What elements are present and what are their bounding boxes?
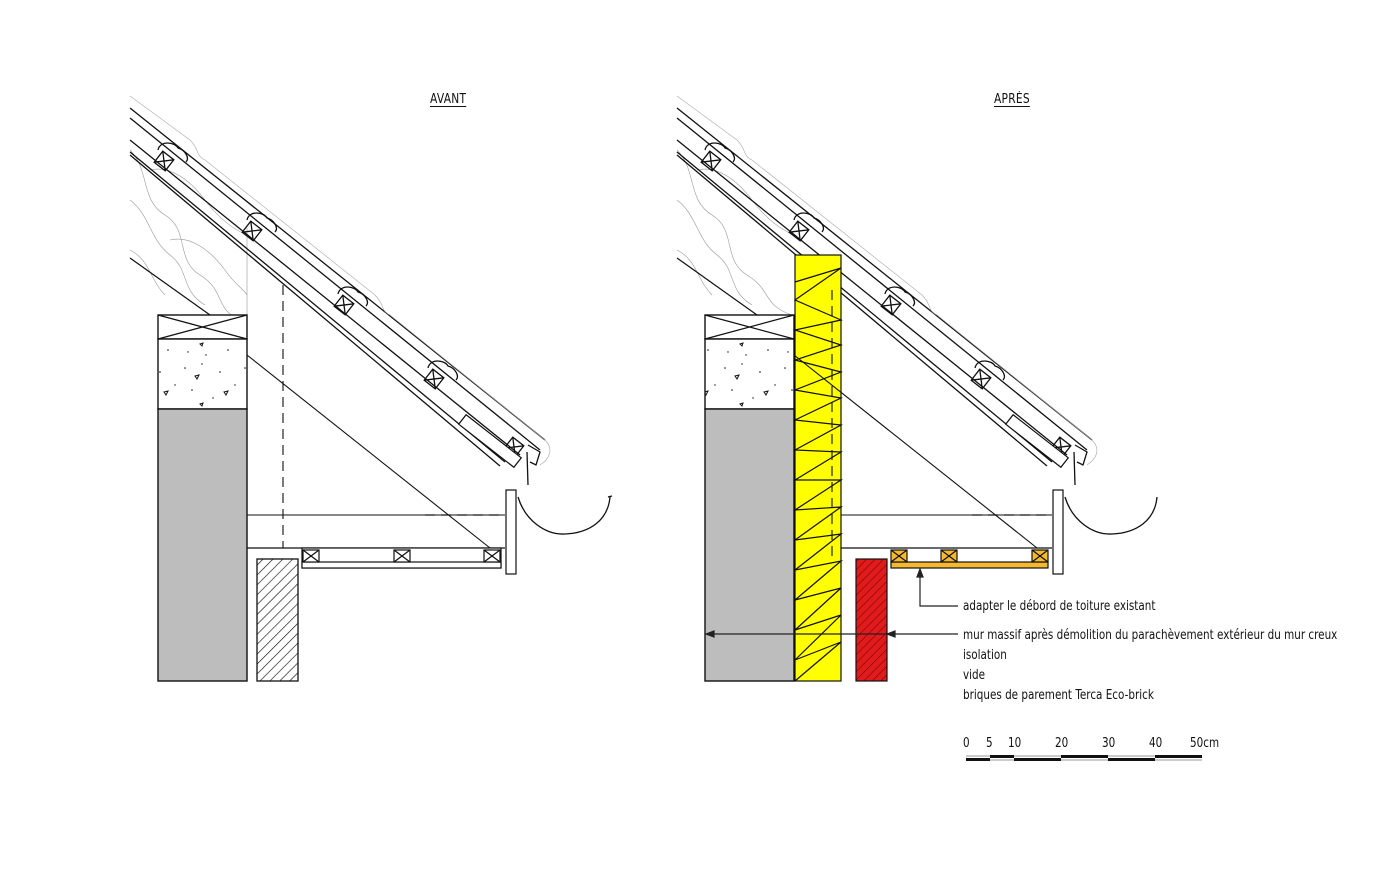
fascia-board-after <box>1052 489 1064 575</box>
annotation-cavity: vide <box>963 668 986 683</box>
roof-tiles-after <box>676 107 1093 467</box>
annotation-insulation: isolation <box>963 648 1007 663</box>
avant-title: AVANT <box>430 92 467 107</box>
solid-wall <box>704 408 795 682</box>
scale-tick-10: 10 <box>1008 736 1022 751</box>
scale-tick-0: 0 <box>963 736 970 751</box>
apres-section <box>676 95 1202 761</box>
fascia-board <box>505 489 517 575</box>
tile-battens-after <box>700 142 1088 486</box>
apres-title: APRÈS <box>994 92 1030 107</box>
gutter-after <box>1064 496 1158 535</box>
leader-lines <box>704 567 958 638</box>
concrete-ring-beam <box>157 338 248 410</box>
tile-battens <box>153 142 541 486</box>
gutter <box>517 496 611 535</box>
avant-section <box>129 95 613 682</box>
roof-tiles <box>129 107 546 467</box>
annotation-overhang: adapter le débord de toiture existant <box>963 599 1156 614</box>
scale-tick-40: 40 <box>1149 736 1163 751</box>
scale-tick-20: 20 <box>1055 736 1069 751</box>
concrete-ring-beam-after <box>704 338 795 410</box>
annotation-solid-wall: mur massif après démolition du parachève… <box>963 628 1338 643</box>
facing-brick-old <box>256 558 299 682</box>
scale-tick-30: 30 <box>1102 736 1116 751</box>
scale-tick-50: 50cm <box>1190 736 1220 751</box>
insulation-layer <box>794 254 842 682</box>
annotation-facing-brick: briques de parement Terca Eco-brick <box>963 688 1154 703</box>
masonry-wall <box>157 408 248 682</box>
adapted-soffit <box>890 549 1049 569</box>
insulation-zigzag <box>792 267 844 682</box>
scale-bar <box>966 755 1202 761</box>
eco-brick-facing <box>855 558 888 682</box>
scale-tick-5: 5 <box>986 736 993 751</box>
soffit <box>301 547 502 569</box>
attic-insulation-after <box>676 149 795 316</box>
